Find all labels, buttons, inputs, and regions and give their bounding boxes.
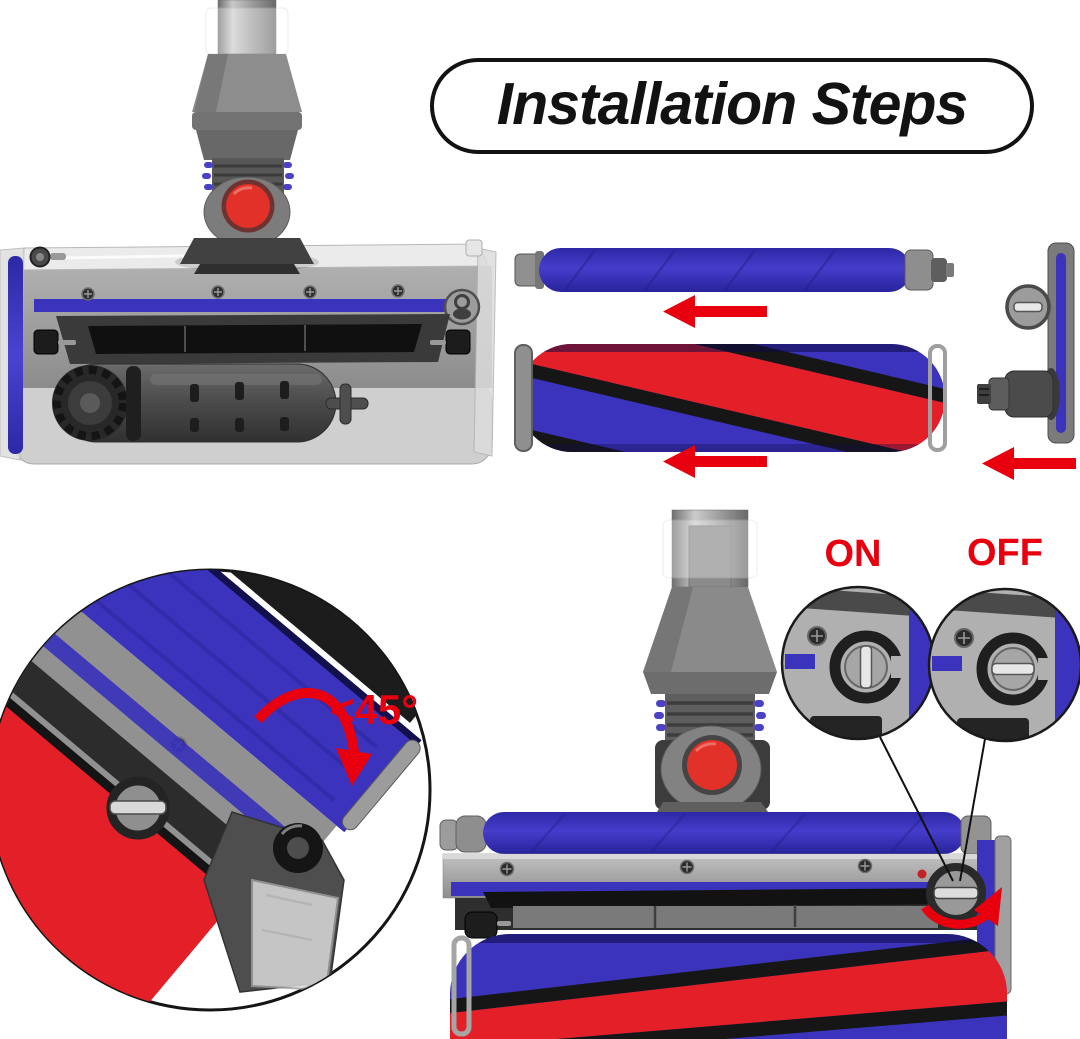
installed-soft-roller: [450, 934, 1007, 1039]
motor-drive-cylinder: [52, 363, 369, 443]
closeup-latch: [106, 776, 170, 840]
latch-slot-vertical: [859, 645, 873, 689]
open-head-photo: [0, 0, 497, 465]
insert-left-arrow-2: [663, 445, 767, 478]
roller-socket-right: [445, 329, 471, 355]
soft-roller: [514, 344, 947, 452]
head-latch: [926, 863, 986, 923]
suction-channel-large: [455, 888, 1003, 930]
release-button: [221, 179, 275, 233]
tilt-arrow-curve: [254, 687, 359, 753]
on-magnifier: [780, 585, 936, 741]
lock-arrow-head: [974, 887, 1002, 926]
roller-socket-left: [33, 329, 59, 355]
neck-connector: [180, 0, 314, 274]
thin-roller-bar: [514, 248, 954, 292]
tilt-closeup-photo: <45°: [0, 568, 432, 1012]
left-axle-socket: [464, 911, 498, 939]
red-indicator-screw: [917, 869, 927, 879]
assembled-head-body: [439, 812, 1012, 1039]
off-label: OFF: [967, 532, 1043, 574]
suction-channel: [56, 314, 450, 364]
left-blue-bumper-strip: [8, 256, 23, 454]
end-cap-spindle: [977, 368, 1060, 420]
corner-wheel: [29, 246, 66, 268]
sole-screws: [81, 284, 405, 301]
off-magnifier: [927, 587, 1080, 743]
insert-left-arrow-3: [982, 447, 1076, 480]
blue-seal-stripe: [34, 299, 448, 312]
insert-left-arrow-1: [663, 295, 767, 328]
page-title: Installation Steps: [496, 71, 968, 137]
latch-receptacle: [443, 288, 481, 326]
title-pill: Installation Steps: [430, 58, 1034, 154]
rollers-photo: [514, 242, 1076, 480]
end-cap-piece: [977, 242, 1075, 444]
off-leader-line: [959, 738, 986, 882]
on-leader-line: [879, 736, 954, 882]
assembled-head-photo: ON OFF: [439, 509, 1080, 1039]
end-cap-latch: [1005, 284, 1051, 330]
roller-end-ring-right: [928, 344, 947, 452]
on-label: ON: [825, 533, 882, 575]
release-button-large: [682, 735, 742, 795]
neck-connector-large: [643, 509, 777, 822]
tilt-arrow-head: [336, 748, 372, 786]
roller-end-ring-left: [514, 344, 533, 452]
installed-thin-roller: [439, 812, 992, 855]
latch-slot-horizontal: [991, 662, 1035, 676]
sole-screws-large: [499, 858, 873, 877]
